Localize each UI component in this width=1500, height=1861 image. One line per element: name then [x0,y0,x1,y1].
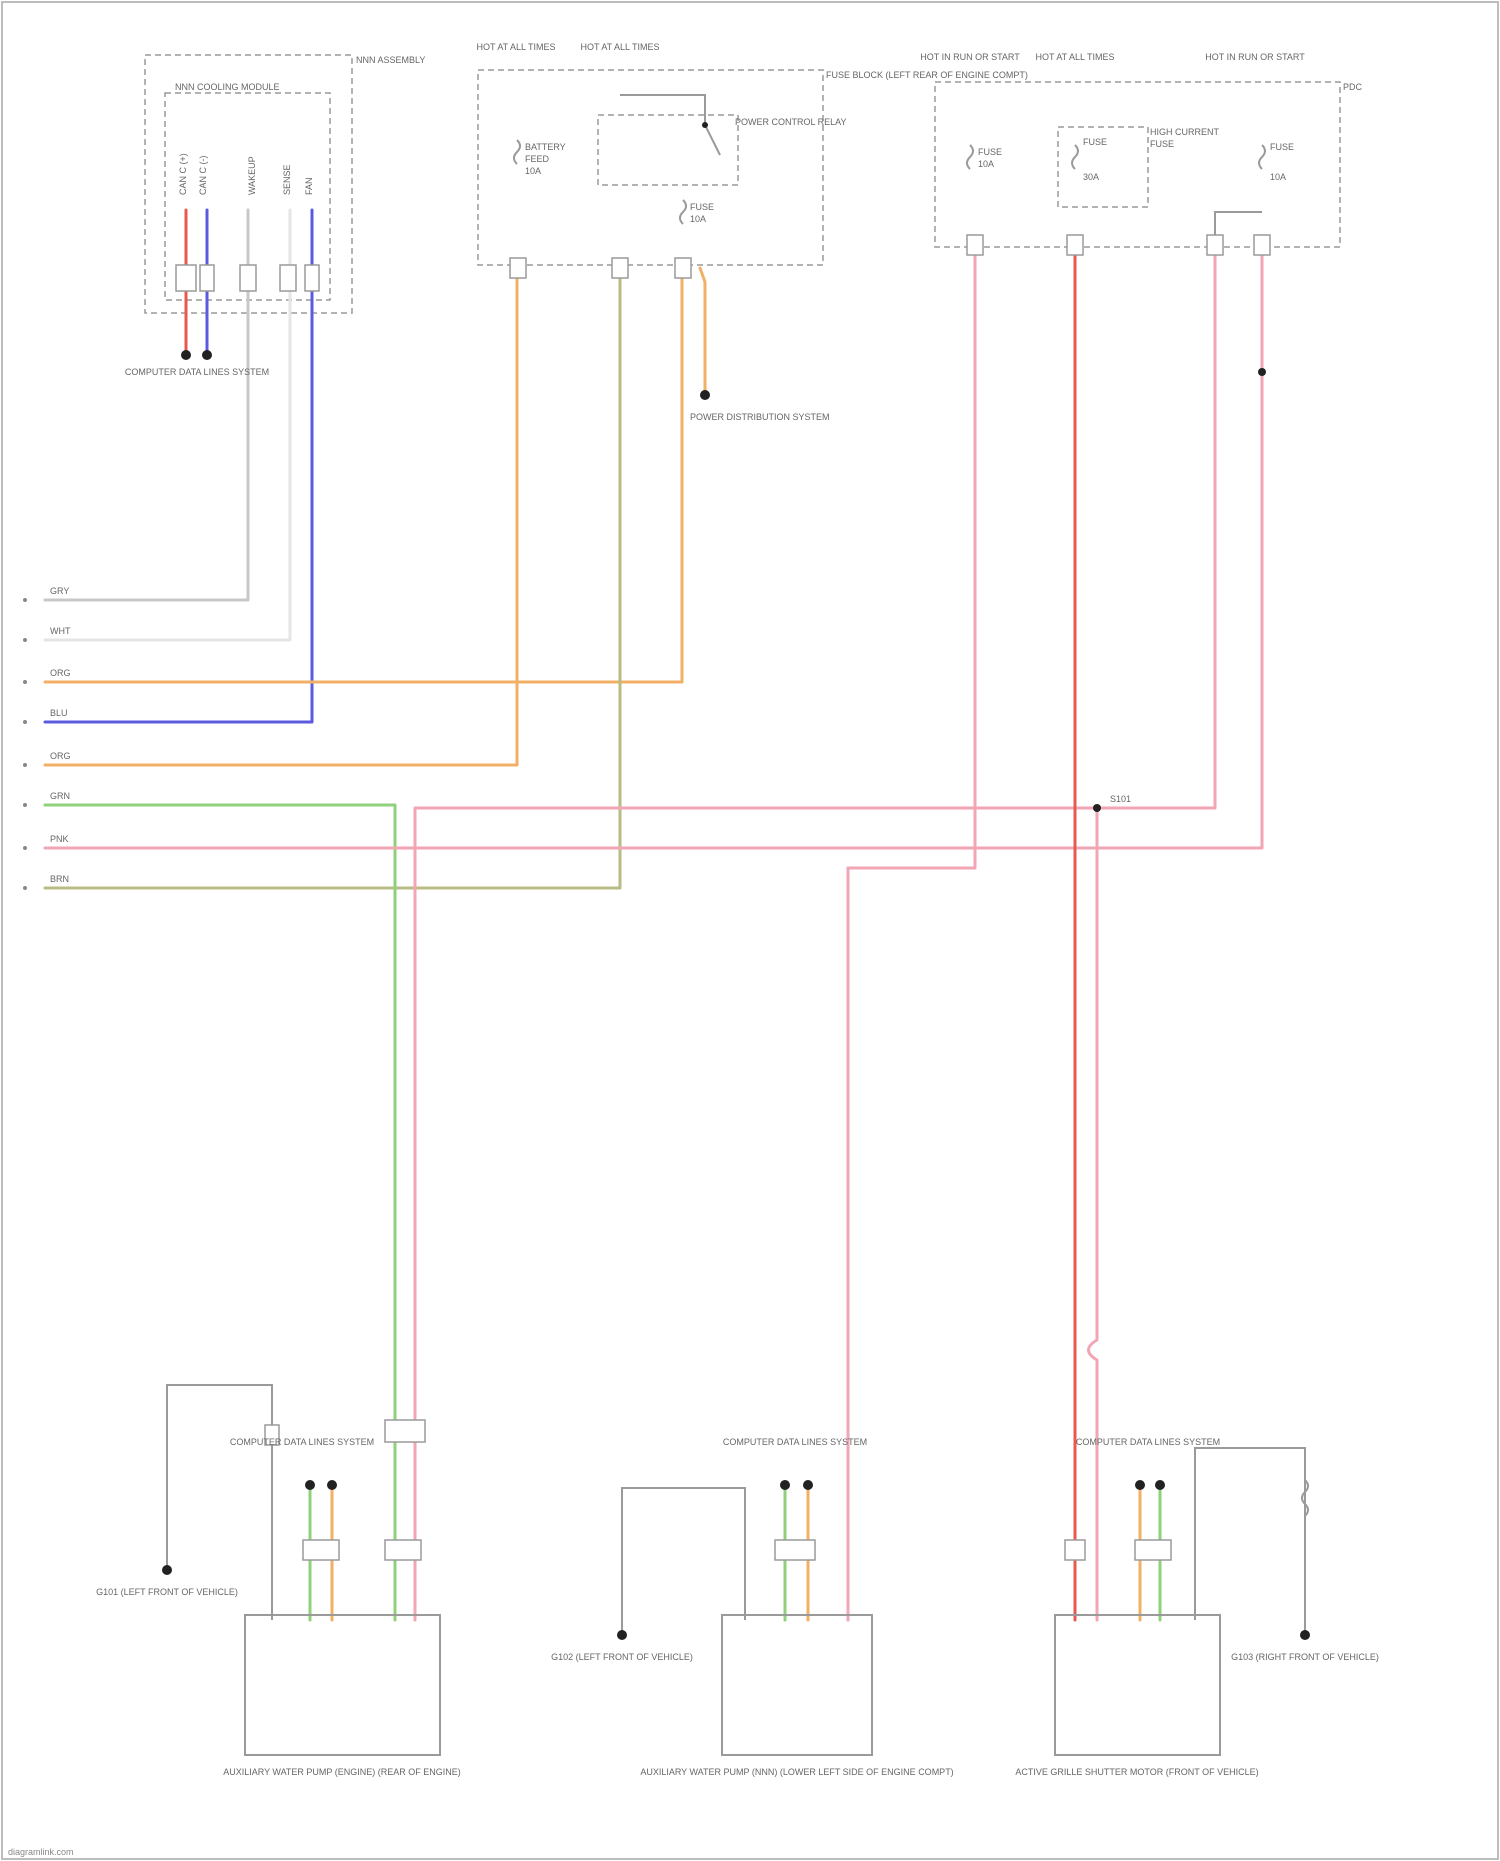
splice-label: S101 [1110,794,1131,804]
wire-code-row2: WHT [50,626,71,636]
wire-row8-olive [45,268,620,888]
svg-text:FEED: FEED [525,154,550,164]
svg-text:FUSE: FUSE [1270,142,1294,152]
svg-text:FUSE: FUSE [690,202,714,212]
wire-code-row5: ORG [50,751,71,761]
wire-row7-pink [45,245,1262,848]
svg-text:CAN C (-): CAN C (-) [198,156,208,196]
footer-credit: diagramlink.com [8,1847,74,1857]
motor-right-box [1055,1615,1220,1755]
pump-left-label: AUXILIARY WATER PUMP (ENGINE) (REAR OF E… [223,1767,461,1777]
xref-computer-right: COMPUTER DATA LINES SYSTEM [1076,1437,1220,1447]
ground-mid-label: G102 (LEFT FRONT OF VEHICLE) [551,1652,693,1662]
fuse-block: HOT AT ALL TIMES HOT AT ALL TIMES FUSE B… [476,42,1027,265]
fuse-a-label: HOT AT ALL TIMES [476,42,555,52]
svg-text:FUSE: FUSE [1083,137,1107,147]
wire-right-ground [1195,1448,1305,1635]
wire-pink-motor [1089,808,1098,1620]
xref-power-dist: POWER DISTRIBUTION SYSTEM [690,412,830,422]
relay-label: POWER CONTROL RELAY [735,117,847,127]
svg-text:BATTERY: BATTERY [525,142,566,152]
wire-pink-fuse-e [1100,245,1215,808]
svg-text:HIGH CURRENT: HIGH CURRENT [1150,127,1220,137]
wire-pink-mid-pump [848,245,975,1620]
row-terminals: GRY WHT ORG BLU ORG GRN PNK BRN S101 [23,586,1131,890]
svg-text:10A: 10A [978,159,994,169]
fuse-d-label: HOT AT ALL TIMES [1035,52,1114,62]
wire-row3-orange [45,268,682,682]
svg-text:SENSE: SENSE [282,164,292,195]
bottom-components: AUXILIARY WATER PUMP (ENGINE) (REAR OF E… [96,1587,1379,1777]
fuse-block-label: FUSE BLOCK (LEFT REAR OF ENGINE COMPT) [826,70,1028,80]
pump-mid-label: AUXILIARY WATER PUMP (NNN) (LOWER LEFT S… [640,1767,953,1777]
svg-text:FUSE: FUSE [978,147,1002,157]
fuse-e-label: HOT IN RUN OR START [1205,52,1305,62]
xref-computer-left: COMPUTER DATA LINES SYSTEM [230,1437,374,1447]
connectors [176,235,1270,1560]
wires [45,210,1308,1635]
ground-right-label: G103 (RIGHT FRONT OF VEHICLE) [1231,1652,1379,1662]
svg-text:10A: 10A [1270,172,1286,182]
module-name-label: NNN COOLING MODULE [175,82,280,92]
svg-text:10A: 10A [690,214,706,224]
wire-code-row3: ORG [50,668,71,678]
module-pin-names: CAN C (+) CAN C (-) WAKEUP SENSE FAN [178,153,314,195]
wire-code-row6: GRN [50,791,70,801]
wire-pink-left-pump [415,808,1100,1620]
xref-computer-top: COMPUTER DATA LINES SYSTEM [125,367,269,377]
svg-text:10A: 10A [525,166,541,176]
svg-text:FUSE: FUSE [1150,139,1174,149]
svg-text:30A: 30A [1083,172,1099,182]
wire-mid-ground [622,1488,745,1635]
pump-mid-box [722,1615,872,1755]
wire-code-row4: BLU [50,708,68,718]
svg-text:WAKEUP: WAKEUP [247,156,257,195]
pdc: PDC HOT IN RUN OR START HOT AT ALL TIMES… [920,52,1362,247]
wire-row6-green [45,805,395,1620]
xref-computer-mid: COMPUTER DATA LINES SYSTEM [723,1437,867,1447]
junction-label: PDC [1343,82,1363,92]
fuse-b-label: HOT AT ALL TIMES [580,42,659,52]
ground-left-label: G101 (LEFT FRONT OF VEHICLE) [96,1587,238,1597]
wire-left-ground [167,1385,272,1620]
pump-left-box [245,1615,440,1755]
wire-code-row1: GRY [50,586,69,596]
wire-row5-orange [45,268,517,765]
motor-right-label: ACTIVE GRILLE SHUTTER MOTOR (FRONT OF VE… [1015,1767,1258,1777]
wire-power-dist [700,268,705,395]
svg-text:FAN: FAN [304,177,314,195]
wire-code-row7: PNK [50,834,69,844]
wire-code-row8: BRN [50,874,69,884]
svg-text:CAN C (+): CAN C (+) [178,153,188,195]
fuse-c-label: HOT IN RUN OR START [920,52,1020,62]
module-assembly-label: NNN ASSEMBLY [356,55,425,65]
wire-row1-gray [45,210,248,600]
